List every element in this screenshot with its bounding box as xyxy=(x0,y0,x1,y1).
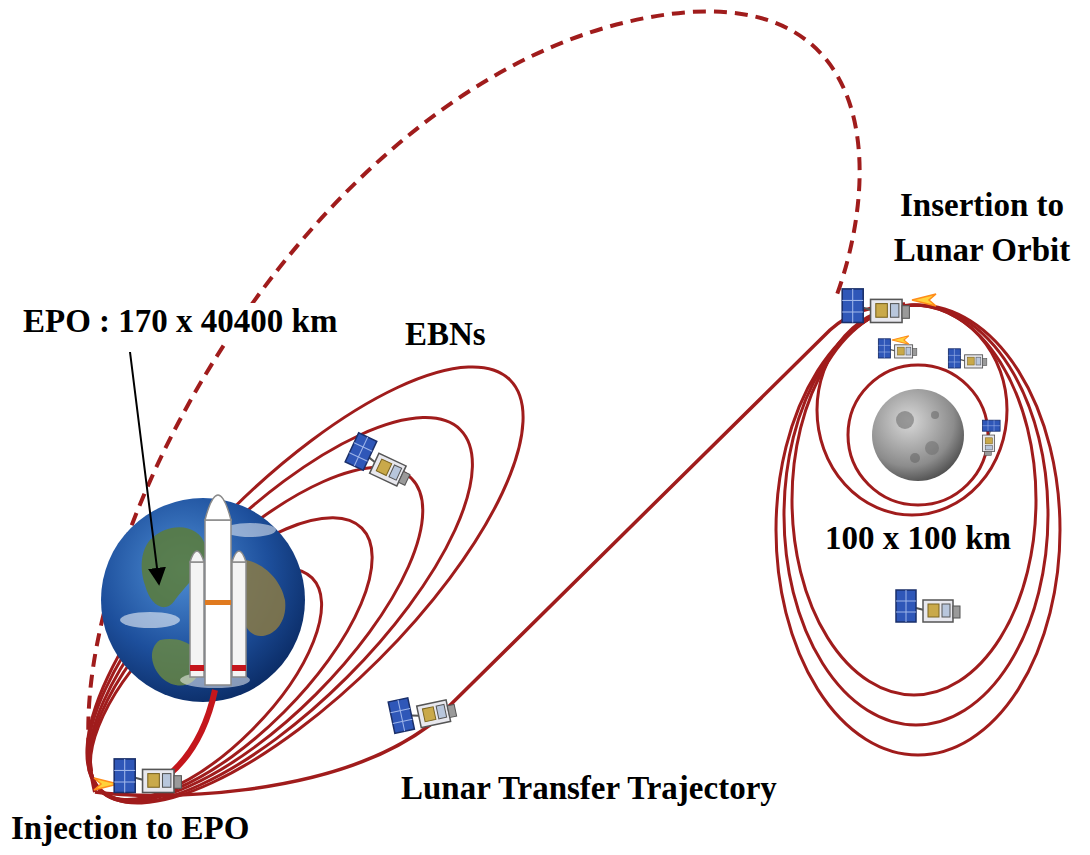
leader-line xyxy=(130,352,159,584)
rocket-band xyxy=(190,665,204,671)
rocket-band xyxy=(232,665,246,671)
lander xyxy=(983,420,1001,455)
rocket-booster xyxy=(190,562,204,677)
orbit-label: EPO : 170 x 40400 km xyxy=(20,303,340,341)
rocket-core xyxy=(205,520,231,685)
moon-crater xyxy=(931,411,939,419)
booster-nose xyxy=(232,551,246,562)
earth-orbit xyxy=(47,475,415,843)
transfer-trajectory xyxy=(95,304,905,795)
lunar-orbit xyxy=(784,305,1048,725)
thruster-flame xyxy=(892,336,909,344)
orbit-label: 100 x 100 km xyxy=(822,520,1014,558)
rocket-nose xyxy=(205,495,231,520)
spacecraft xyxy=(114,759,181,793)
earth-cloud xyxy=(224,523,276,537)
lunar-orbits xyxy=(776,305,1060,755)
moon-crater xyxy=(925,441,939,455)
moon-crater xyxy=(896,411,914,429)
rocket-booster xyxy=(232,562,246,677)
orbit-label: Insertion to Lunar Orbit xyxy=(880,183,1085,273)
orbit-label: Lunar Transfer Trajectory xyxy=(398,770,780,808)
dashed-orbit xyxy=(88,11,859,792)
lunar-orbit xyxy=(792,305,1036,695)
earth xyxy=(101,498,305,702)
rocket-band xyxy=(205,600,231,605)
earth-globe xyxy=(101,498,305,702)
orbit-label: Injection to EPO xyxy=(8,810,252,848)
lunar-orbit xyxy=(817,305,1007,515)
spacecraft xyxy=(842,289,909,323)
circular-lunar-orbit xyxy=(848,365,988,505)
orbit-label: EBNs xyxy=(402,316,489,354)
moon-crater xyxy=(910,453,920,463)
spacecraft xyxy=(345,433,417,489)
earth-cloud xyxy=(120,612,180,628)
booster-nose xyxy=(190,551,204,562)
rocket xyxy=(190,495,246,685)
spacecraft xyxy=(896,590,960,622)
moon-disc xyxy=(872,389,964,481)
spacecraft xyxy=(948,349,986,368)
lunar-orbit xyxy=(776,305,1060,755)
spacecraft xyxy=(388,689,457,734)
moon xyxy=(872,389,964,481)
thruster-flame xyxy=(912,294,936,306)
